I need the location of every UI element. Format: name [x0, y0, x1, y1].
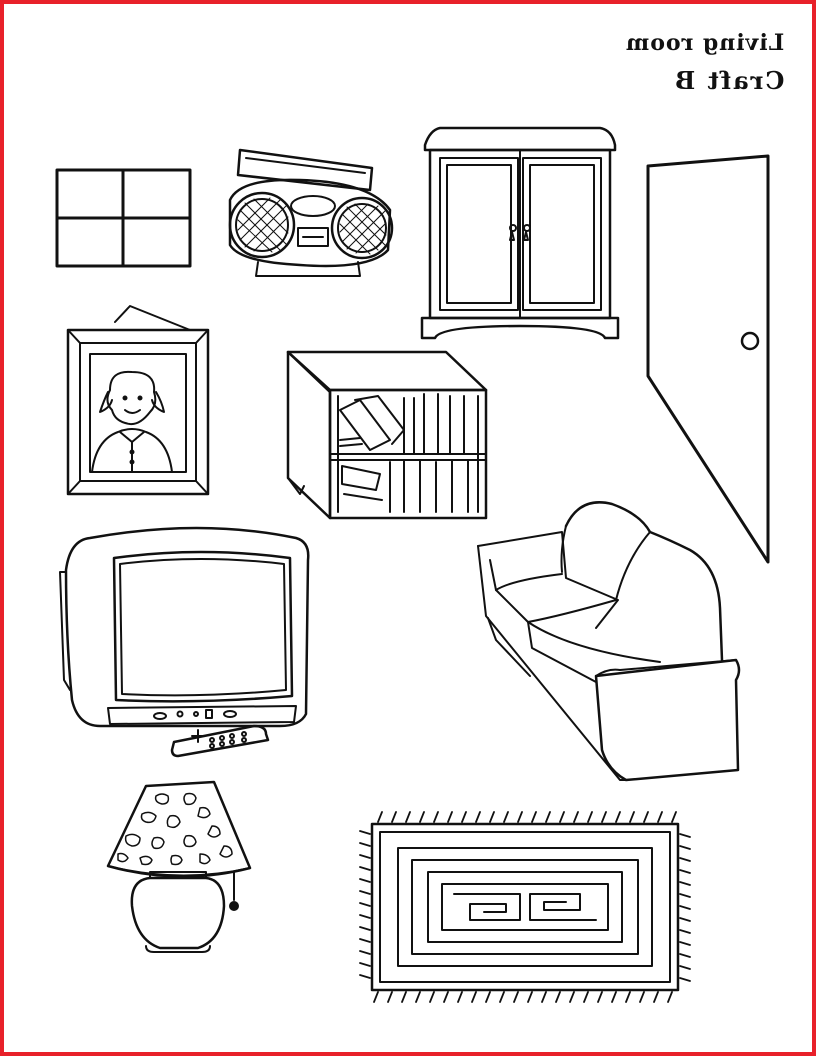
picture-frame-icon — [68, 306, 208, 494]
boombox-icon — [230, 150, 392, 276]
window-icon — [57, 170, 190, 266]
lamp-icon — [108, 782, 250, 952]
rug-icon — [360, 812, 690, 1002]
wardrobe-icon — [422, 128, 618, 338]
tv-icon — [60, 528, 308, 726]
sofa-icon — [478, 502, 739, 780]
door-icon — [648, 156, 768, 562]
bookshelf-icon — [288, 352, 486, 518]
remote-icon — [172, 726, 268, 756]
